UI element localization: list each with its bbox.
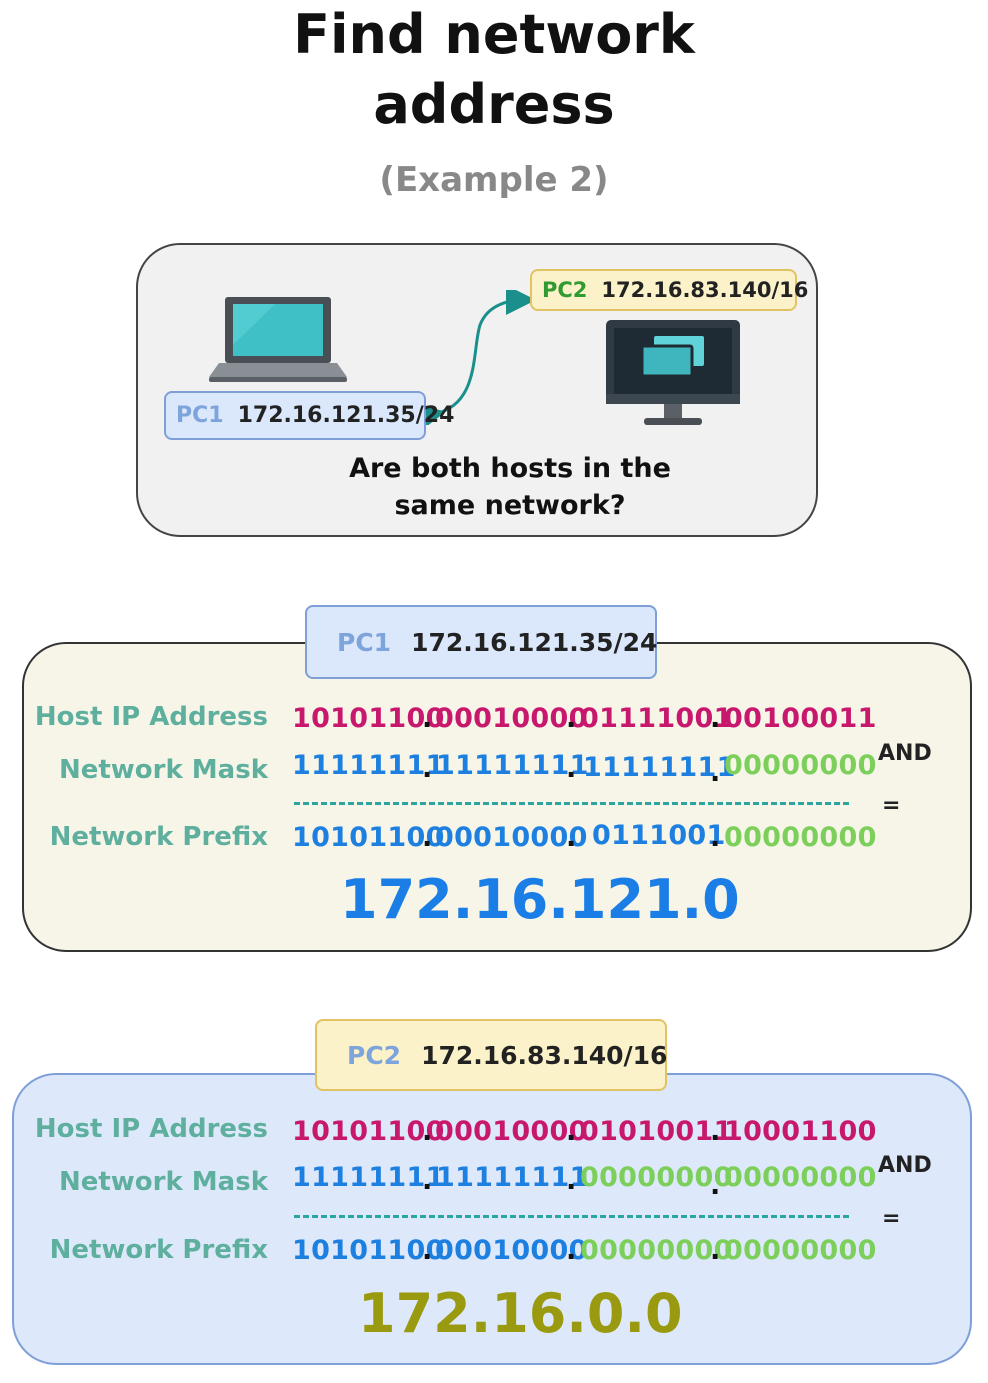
octet-separator: .	[710, 1170, 721, 1201]
pc1-prefix-octet-4: 00000000	[724, 822, 877, 853]
pc2-prefix-octet-2: 00010000	[435, 1235, 588, 1266]
octet-separator: .	[710, 822, 721, 853]
octet-separator: .	[422, 1165, 433, 1196]
pc1-prefix-label: Network Prefix	[49, 822, 268, 852]
pc1-mask-octet-1: 11111111	[292, 750, 445, 781]
pc2-calc-panel	[12, 1073, 972, 1365]
pc2-mask-octet-4: 00000000	[724, 1162, 877, 1193]
pc2-calc-label: PC2	[347, 1040, 402, 1070]
pc1-host-octet-3: 01111001	[580, 703, 733, 734]
octet-separator: .	[566, 1235, 577, 1266]
pc1-calc-ip: 172.16.121.35/24	[411, 627, 658, 657]
pc2-mask-label: Network Mask	[58, 1167, 268, 1197]
pc2-calc-tag: PC2 172.16.83.140/16	[315, 1019, 667, 1091]
octet-separator: .	[566, 1165, 577, 1196]
octet-separator: .	[422, 1116, 433, 1147]
octet-separator: .	[710, 1116, 721, 1147]
pc2-prefix-label: Network Prefix	[49, 1235, 268, 1265]
link-arrow-icon	[420, 290, 536, 425]
octet-separator: .	[710, 1235, 721, 1266]
page-title-line1: Find network	[293, 3, 695, 66]
pc2-prefix-octet-4: 00000000	[724, 1235, 877, 1266]
pc1-mask-octet-3: 11111111	[583, 752, 736, 783]
pc1-calc-label: PC1	[337, 627, 392, 657]
pc1-mask-label: Network Mask	[58, 755, 268, 785]
octet-separator: .	[566, 703, 577, 734]
pc2-calc-ip: 172.16.83.140/16	[421, 1040, 668, 1070]
pc2-host-octet-2: 00010000	[435, 1116, 588, 1147]
pc2-host-label: Host IP Address	[34, 1114, 268, 1144]
pc1-and-operator: AND	[878, 741, 932, 766]
pc1-prefix-octet-3: 0111001	[592, 820, 726, 851]
pc1-label: PC1	[176, 403, 224, 428]
pc2-prefix-octet-1: 10101100	[292, 1235, 445, 1266]
octet-separator: .	[422, 703, 433, 734]
pc1-prefix-octet-2: 00010000	[435, 822, 588, 853]
pc2-equals-operator: =	[882, 1206, 901, 1231]
pc1-prefix-octet-1: 10101100	[292, 822, 445, 853]
pc1-address-tag: PC1 172.16.121.35/24	[164, 391, 454, 440]
pc2-mask-octet-2: 11111111	[436, 1162, 589, 1193]
pc1-divider-line	[294, 802, 849, 805]
octet-separator: .	[422, 1235, 433, 1266]
octet-separator: .	[422, 822, 433, 853]
question-line1: Are both hosts in the	[349, 453, 671, 484]
pc2-host-octet-3: 01010011	[580, 1116, 733, 1147]
pc2-host-octet-4: 10001100	[724, 1116, 877, 1147]
laptop-icon	[209, 297, 347, 382]
pc1-host-label: Host IP Address	[34, 702, 268, 732]
octet-separator: .	[566, 753, 577, 784]
pc2-address-tag: PC2 172.16.83.140/16	[530, 269, 808, 311]
pc2-prefix-octet-3: 00000000	[580, 1235, 733, 1266]
desktop-monitor-icon	[606, 320, 740, 425]
octet-separator: .	[422, 753, 433, 784]
pc1-ip: 172.16.121.35/24	[237, 403, 455, 428]
pc2-label: PC2	[542, 278, 588, 302]
octet-separator: .	[710, 757, 721, 788]
pc2-and-operator: AND	[878, 1153, 932, 1178]
pc1-network-address: 172.16.121.0	[340, 868, 740, 931]
pc2-host-octet-1: 10101100	[292, 1116, 445, 1147]
pc2-mask-octet-3: 00000000	[580, 1162, 733, 1193]
pc2-divider-line	[294, 1215, 849, 1218]
pc2-mask-octet-1: 11111111	[292, 1162, 445, 1193]
page-subtitle: (Example 2)	[379, 160, 609, 200]
pc1-host-octet-2: 00010000	[435, 703, 588, 734]
pc2-ip: 172.16.83.140/16	[601, 278, 809, 302]
question-text: Are both hosts in the same network?	[300, 450, 720, 524]
octet-separator: .	[566, 1116, 577, 1147]
pc1-calc-tag: PC1 172.16.121.35/24	[305, 605, 657, 679]
pc1-equals-operator: =	[882, 793, 901, 818]
pc1-host-octet-1: 10101100	[292, 703, 445, 734]
pc1-host-octet-4: 00100011	[724, 703, 877, 734]
question-line2: same network?	[394, 490, 626, 521]
page-title-line2: address	[373, 73, 615, 136]
octet-separator: .	[566, 822, 577, 853]
octet-separator: .	[710, 703, 721, 734]
pc1-mask-octet-4: 00000000	[724, 750, 877, 781]
pc1-calc-panel	[22, 642, 972, 952]
pc2-network-address: 172.16.0.0	[358, 1282, 683, 1345]
pc1-mask-octet-2: 11111111	[436, 750, 589, 781]
